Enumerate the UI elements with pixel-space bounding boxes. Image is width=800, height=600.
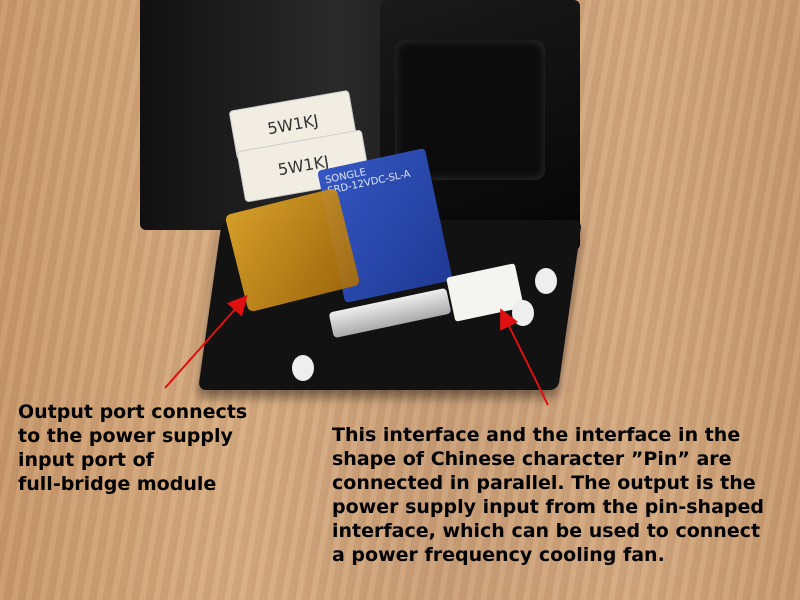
caption-line: input port of (18, 449, 154, 471)
caption-line: connected in parallel. The output is the (332, 472, 756, 494)
caption-line: shape of Chinese character ”Pin” are (332, 448, 732, 470)
caption-line: interface, which can be used to connect (332, 520, 761, 542)
standoff (535, 268, 557, 294)
caption-line: full-bridge module (18, 473, 217, 495)
output-port-caption: Output port connects to the power supply… (18, 400, 278, 496)
interface-caption: This interface and the interface in the … (332, 423, 800, 567)
caption-line: to the power supply (18, 425, 233, 447)
caption-line: a power frequency cooling fan. (332, 544, 665, 566)
arrow-to-output-port (164, 295, 248, 389)
caption-line: power supply input from the pin-shaped (332, 496, 764, 518)
standoff (292, 355, 314, 381)
caption-line: Output port connects (18, 401, 248, 423)
arrow-to-fan-connector (500, 308, 549, 406)
caption-line: This interface and the interface in the (332, 424, 741, 446)
